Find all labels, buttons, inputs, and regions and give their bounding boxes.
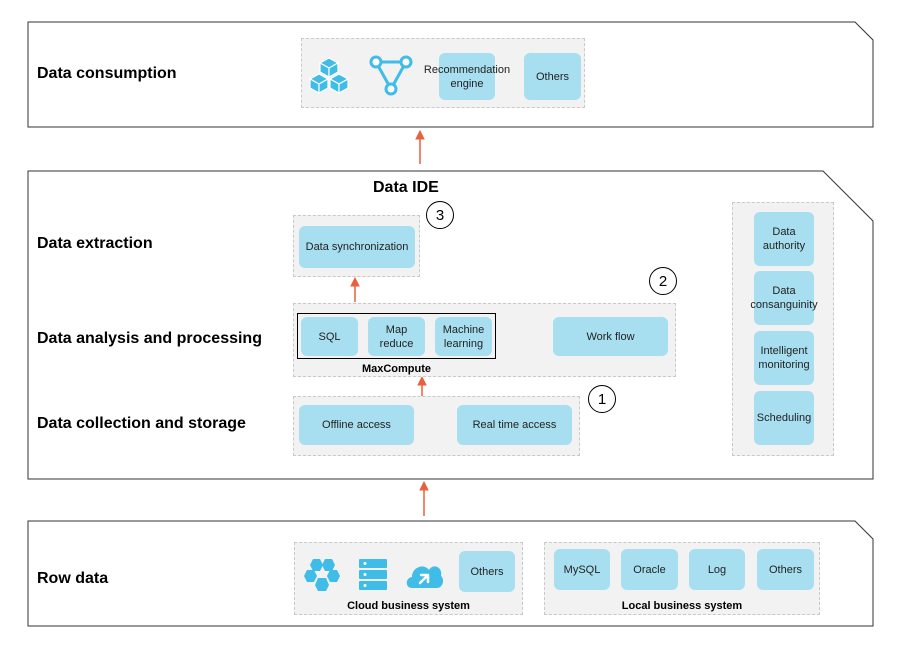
arrow-ide-to-consumption <box>415 129 425 164</box>
collection-layer-label: Data collection and storage <box>37 415 246 432</box>
data-synchronization-box: Data synchronization <box>299 226 415 268</box>
arrow-analysis-to-extraction <box>350 276 360 302</box>
arrow-collection-to-analysis <box>417 375 427 396</box>
extraction-layer-label: Data extraction <box>37 235 153 252</box>
server-stack-icon <box>359 559 387 590</box>
machine-learning-box: Machine learning <box>435 317 492 356</box>
recommendation-engine-box: Recommendation engine <box>424 53 510 100</box>
real-time-access-box: Real time access <box>457 405 572 445</box>
work-flow-box: Work flow <box>553 317 668 356</box>
maxcompute-caption: MaxCompute <box>361 363 432 375</box>
local-others-box: Others <box>757 549 814 590</box>
step-1-marker: 1 <box>588 385 616 413</box>
mysql-box: MySQL <box>554 549 610 590</box>
raw-layer-label: Row data <box>37 570 109 587</box>
intelligent-monitoring-box: Intelligent monitoring <box>754 331 814 385</box>
cube-cluster-icon <box>308 57 350 95</box>
cloud-others-box: Others <box>459 551 515 592</box>
oracle-box: Oracle <box>621 549 678 590</box>
data-authority-box: Data authority <box>754 212 814 266</box>
scheduling-box: Scheduling <box>754 391 814 445</box>
arrow-raw-to-ide <box>419 480 429 516</box>
graph-network-icon <box>369 55 413 96</box>
sql-box: SQL <box>301 317 358 356</box>
consumption-others-box: Others <box>524 53 581 100</box>
data-ide-title: Data IDE <box>373 179 439 196</box>
analysis-layer-label: Data analysis and processing <box>37 330 262 347</box>
cloud-business-caption: Cloud business system <box>347 600 470 612</box>
step-2-marker: 2 <box>649 267 677 295</box>
log-box: Log <box>689 549 745 590</box>
offline-access-box: Offline access <box>299 405 414 445</box>
local-business-caption: Local business system <box>621 600 743 612</box>
consumption-layer-label: Data consumption <box>37 65 177 82</box>
cloud-upload-icon <box>406 566 444 588</box>
map-reduce-box: Map reduce <box>368 317 425 356</box>
hexagon-cluster-icon <box>304 559 340 591</box>
maxcompute-outline <box>297 313 496 359</box>
data-consanguinity-box: Data consanguinity <box>750 271 818 325</box>
step-3-marker: 3 <box>426 201 454 229</box>
